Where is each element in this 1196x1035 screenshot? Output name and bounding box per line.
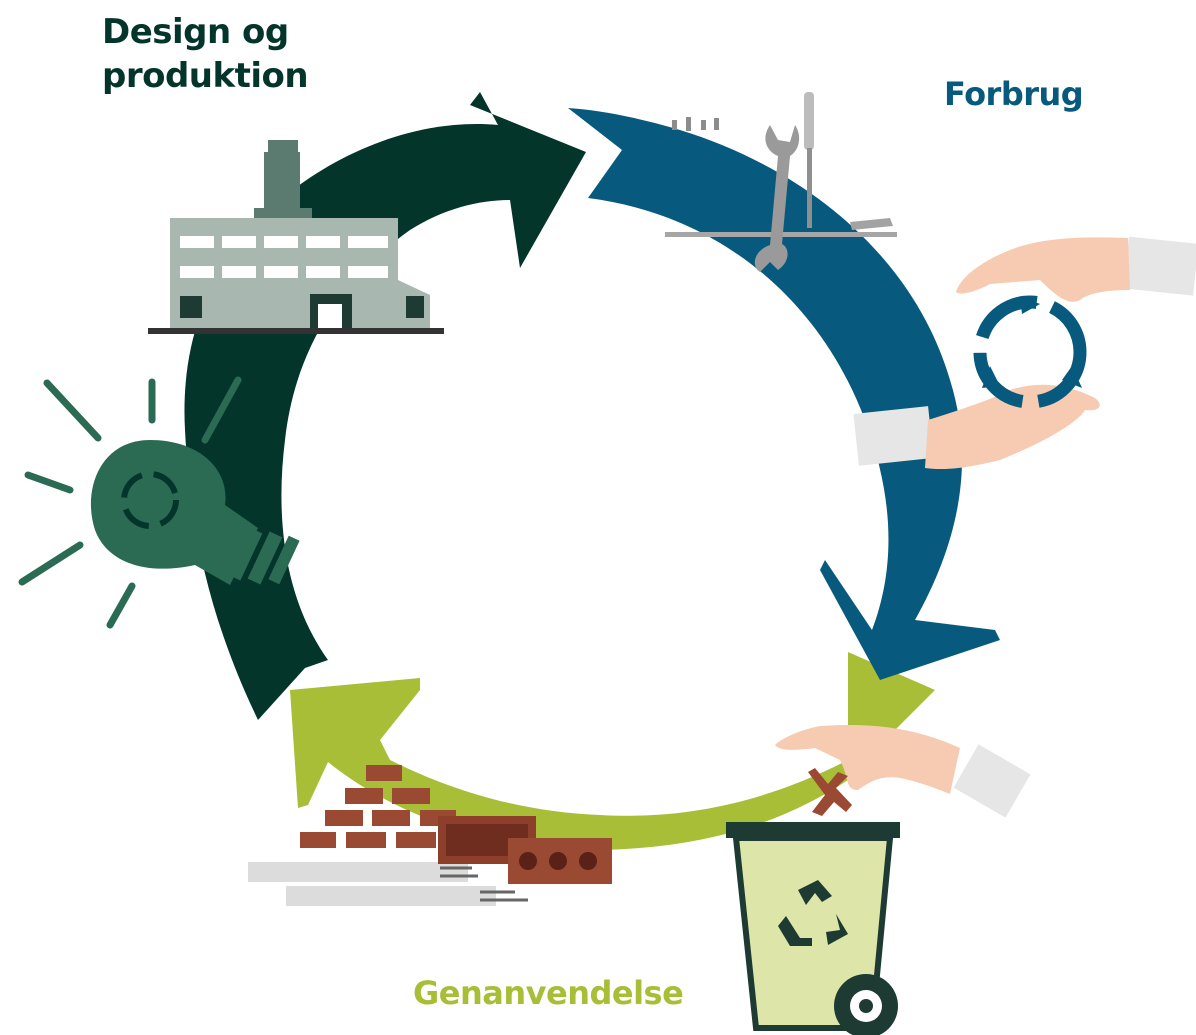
recycle-bin-icon <box>726 724 1031 1035</box>
use-arrow <box>568 108 1000 680</box>
tools-icon <box>665 92 897 272</box>
factory-icon <box>148 140 444 334</box>
bricks-icon <box>248 765 612 906</box>
consumption-label: Forbrug <box>944 75 1084 113</box>
design-arrow <box>184 92 586 720</box>
recycling-arrow <box>290 652 935 850</box>
design-production-label: Design og produktion <box>102 10 362 98</box>
design-label-line2: produktion <box>102 56 309 96</box>
lightbulb-icon <box>18 376 300 629</box>
design-label-line1: Design og <box>102 12 289 52</box>
hands-with-cycle-icon <box>853 236 1196 470</box>
recycling-label: Genanvendelse <box>413 974 684 1012</box>
